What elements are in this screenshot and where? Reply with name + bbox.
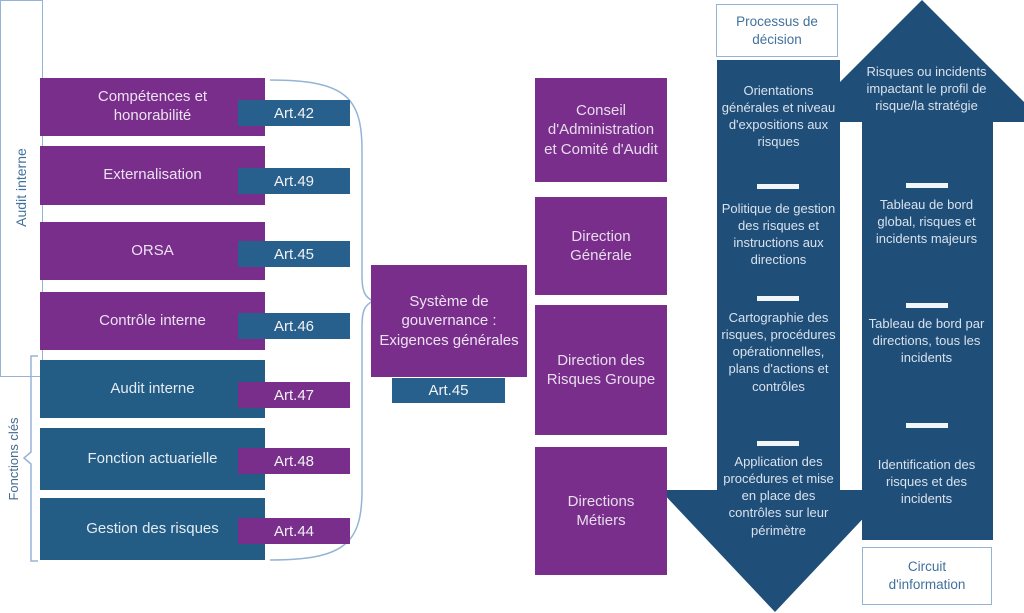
decision-step: Cartographie des risques, procédures opé… xyxy=(721,310,836,394)
function-box-fonction-actuarielle: Fonction actuarielle xyxy=(40,428,265,490)
step-divider xyxy=(757,184,799,189)
governance-system-box: Système de gouvernance : Exigences génér… xyxy=(371,265,527,377)
step-divider xyxy=(757,296,799,301)
org-box-direction-risques-groupe: Direction des Risques Groupe xyxy=(535,305,667,435)
decision-step: Orientations générales et niveau d'expos… xyxy=(721,83,836,150)
article-badge: Art.42 xyxy=(238,100,350,126)
key-functions-label: Fonctions clés xyxy=(5,417,21,501)
decision-step: Politique de gestion des risques et inst… xyxy=(721,201,836,268)
step-divider xyxy=(757,441,799,446)
decision-step: Application des procédures et mise en pl… xyxy=(723,454,834,538)
information-step: Risques ou incidents impactant le profil… xyxy=(866,64,987,114)
governance-article-badge: Art.45 xyxy=(392,378,505,403)
article-badge: Art.48 xyxy=(238,448,350,474)
key-functions-bracket xyxy=(22,355,38,562)
internal-audit-label: Audit interne xyxy=(12,148,29,227)
article-badge: Art.49 xyxy=(238,168,350,194)
function-box-competences: Compétences et honorabilité xyxy=(40,78,265,136)
decision-process-title-box: Processus de décision xyxy=(716,4,838,57)
internal-audit-scope-box: Audit interne xyxy=(0,0,43,377)
information-flow-arrow xyxy=(800,0,1024,540)
step-divider xyxy=(906,303,948,308)
article-badge: Art.44 xyxy=(238,518,350,544)
information-circuit-title-box: Circuit d'information xyxy=(862,547,992,605)
org-box-direction-generale: Direction Générale xyxy=(535,197,667,295)
article-badge: Art.45 xyxy=(238,241,350,267)
function-box-externalisation: Externalisation xyxy=(40,146,265,205)
information-step: Tableau de bord global, risques et incid… xyxy=(875,197,978,247)
function-box-controle-interne: Contrôle interne xyxy=(40,292,265,350)
information-step: Identification des risques et des incide… xyxy=(877,457,976,507)
article-badge: Art.46 xyxy=(238,313,350,339)
article-badge: Art.47 xyxy=(238,382,350,408)
decision-flow-arrow xyxy=(660,60,890,612)
org-box-directions-metiers: Directions Métiers xyxy=(535,447,667,575)
information-step: Tableau de bord par directions, tous les… xyxy=(868,316,985,366)
function-box-audit-interne: Audit interne xyxy=(40,360,265,418)
org-box-conseil-administration: Conseil d'Administration et Comité d'Aud… xyxy=(535,78,667,182)
step-divider xyxy=(906,423,948,428)
function-box-orsa: ORSA xyxy=(40,222,265,280)
function-box-gestion-risques: Gestion des risques xyxy=(40,498,265,560)
key-functions-group: Fonctions clés xyxy=(2,356,24,562)
step-divider xyxy=(906,183,948,188)
